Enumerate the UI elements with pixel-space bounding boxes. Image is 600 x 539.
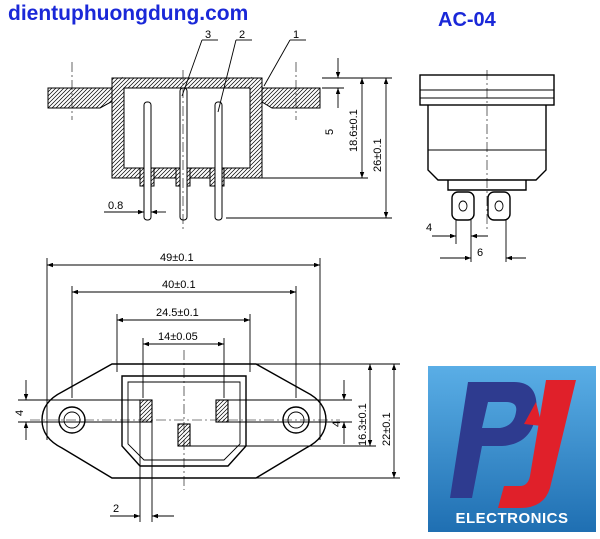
part-label-2: 2 [239,29,245,41]
dim-tab-spacing: 6 [477,247,483,259]
dim-pin-width-right: 4 [331,421,343,427]
model-title: AC-04 [438,9,496,31]
dim-hole-spacing: 40±0.1 [162,279,196,291]
front-view [18,258,400,522]
end-view [419,70,555,262]
dim-total-height: 26±0.1 [372,138,384,172]
dim-pin-thickness: 0.8 [108,200,123,212]
electronics-logo: ELECTRONICS [428,366,596,532]
dim-overall-width: 49±0.1 [160,252,194,264]
dim-pin-height: 18.6±0.1 [348,109,360,152]
part-label-3: 3 [205,29,211,41]
part-label-1: 1 [293,29,299,41]
dim-pin-step: 5 [324,129,336,135]
site-title[interactable]: dientuphuongdung.com [8,2,249,25]
logo-text: ELECTRONICS [455,510,569,527]
side-section-view [47,39,392,230]
dim-pin-spacing: 14±0.05 [158,331,198,343]
dim-tab-width: 4 [426,222,432,234]
dim-slot-thickness: 2 [113,503,119,515]
dim-body-width: 24.5±0.1 [156,307,199,319]
dim-pin-offset: 16.3±0.1 [357,403,369,446]
pj-logo-icon [428,366,596,532]
dim-pin-width-left: 4 [14,410,26,416]
dim-body-height: 22±0.1 [381,412,393,446]
